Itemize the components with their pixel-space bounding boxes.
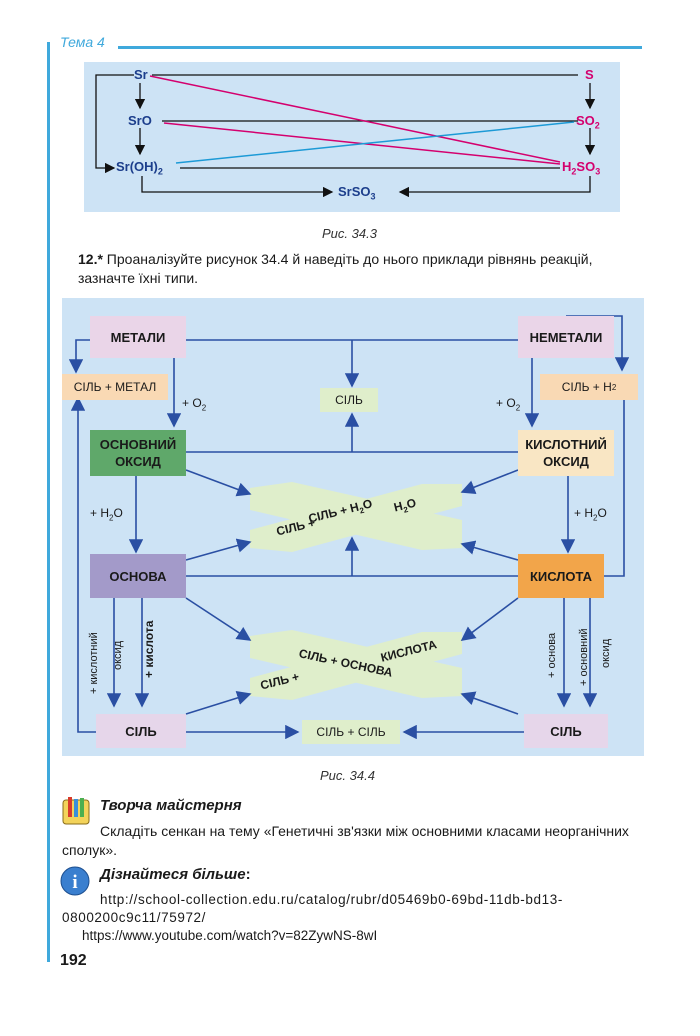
formula-so2: SO2 (576, 113, 600, 131)
page-frame-left (47, 42, 50, 962)
vlabel-plus-osnovnyi: + основний (578, 628, 590, 687)
workshop-text: Складіть сенкан на тему «Генетичні зв'яз… (62, 823, 629, 858)
formula-sr: Sr (134, 67, 148, 82)
link-1b[interactable]: 0800200c9c11/75972/ (62, 910, 207, 925)
workshop-title: Творча майстерня (100, 797, 242, 814)
osnova-box: ОСНОВА (90, 554, 186, 598)
info-icon: i (60, 866, 90, 896)
sil-sil-box: СІЛЬ + СІЛЬ (302, 720, 400, 744)
page-frame-top (118, 46, 642, 49)
plus-h2o-left: + Н2О (90, 506, 123, 523)
vlabel-oksyd-right: оксид (600, 638, 612, 668)
learn-more-title: Дізнайтеся більше: (100, 866, 251, 883)
formula-sro: SrO (128, 113, 152, 128)
metaly-box: МЕТАЛИ (90, 316, 186, 358)
figure-34-3-diagram (95, 74, 596, 198)
formula-srso3: SrSO3 (338, 184, 376, 202)
vlabel-oksyd-left: оксид (112, 640, 124, 670)
svg-text:i: i (72, 872, 77, 893)
vlabel-plus-kyslotnyi: + кислотний (88, 632, 100, 694)
sil-metal-box: СІЛЬ + МЕТАЛ (62, 374, 168, 400)
sil-left-box: СІЛЬ (96, 714, 186, 748)
workshop-icon (62, 796, 90, 826)
link-1a[interactable]: http://school-collection.edu.ru/catalog/… (100, 892, 563, 907)
task-text: Проаналізуйте рисунок 34.4 й наведіть до… (78, 251, 593, 286)
caption-34-4: Рис. 34.4 (320, 768, 375, 783)
vlabel-plus-kyslota: + кислота (142, 620, 156, 678)
figure-34-3: Sr S SrO SO2 Sr(OH)2 H2SO3 SrSO3 (84, 62, 620, 212)
kyslota-box: КИСЛОТА (518, 554, 604, 598)
plus-o2-right: + О2 (496, 396, 521, 413)
figure-34-4-arrows (68, 315, 630, 740)
topic-label: Тема 4 (60, 34, 105, 50)
task-number: 12.* (78, 251, 103, 267)
plus-o2-left: + О2 (182, 396, 207, 413)
nemetaly-box: НЕМЕТАЛИ (518, 316, 614, 358)
vlabel-plus-osnova: + основа (546, 632, 558, 678)
sil-center-box: СІЛЬ (320, 388, 378, 412)
formula-sroh2: Sr(OH)2 (116, 159, 163, 177)
formula-s: S (585, 67, 594, 82)
caption-34-3: Рис. 34.3 (322, 226, 377, 241)
figure-34-4: МЕТАЛИ НЕМЕТАЛИ СІЛЬ + МЕТАЛ СІЛЬ СІЛЬ +… (62, 298, 644, 756)
task-12: 12.* Проаналізуйте рисунок 34.4 й наведі… (78, 250, 644, 288)
formula-h2so3: H2SO3 (562, 159, 601, 177)
sil-right-box: СІЛЬ (524, 714, 608, 748)
link-2[interactable]: https://www.youtube.com/watch?v=82ZywNS-… (82, 928, 378, 943)
plus-h2o-right: + Н2О (574, 506, 607, 523)
page-number: 192 (60, 952, 87, 969)
